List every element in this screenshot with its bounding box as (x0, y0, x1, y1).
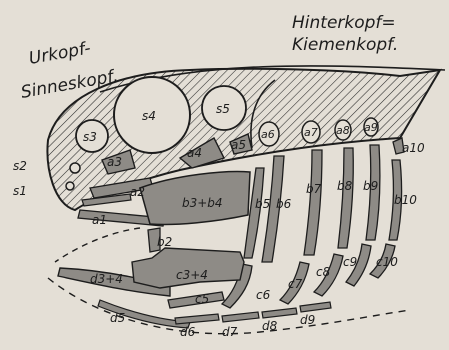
label-s4: s4 (142, 109, 156, 123)
label-a8: a8 (336, 124, 350, 137)
mouth-dashed-line (55, 228, 140, 262)
label-d7: d7 (222, 325, 238, 339)
label-s1: s1 (13, 184, 27, 198)
label-a4: a4 (187, 146, 202, 160)
label-a5: a5 (231, 138, 246, 152)
capsule-s1 (66, 182, 74, 190)
label-a3: a3 (107, 155, 122, 169)
label-b10: b10 (394, 193, 417, 207)
label-a1: a1 (92, 213, 107, 227)
label-b5: b5 (255, 197, 270, 211)
label-d6: d6 (180, 325, 196, 339)
label-b7: b7 (306, 182, 322, 196)
label-b8: b8 (337, 179, 353, 193)
header-kiemenkopf: Kiemenkopf. (292, 35, 398, 55)
element-d8 (262, 308, 297, 318)
label-d3d4: d3+4 (90, 272, 123, 286)
label-b3b4: b3+b4 (182, 196, 223, 210)
label-d5: d5 (110, 311, 125, 325)
label-a7: a7 (304, 126, 318, 139)
header-hinterkopf: Hinterkopf= (292, 13, 396, 33)
label-s2: s2 (13, 159, 27, 173)
label-a9: a9 (364, 121, 378, 134)
label-d9: d9 (300, 313, 315, 327)
label-c9: c9 (343, 255, 357, 269)
label-c10: c10 (376, 255, 398, 269)
label-b2: b2 (157, 235, 172, 249)
element-d9 (300, 302, 331, 312)
label-a10: a10 (402, 141, 425, 155)
label-c5: c5 (195, 292, 209, 306)
label-c3c4: c3+4 (176, 268, 208, 282)
label-s5: s5 (216, 102, 230, 116)
header-urkopf: Urkopf- (27, 38, 92, 69)
gill-bar-b7 (304, 150, 322, 255)
capsule-s2 (70, 163, 80, 173)
label-d8: d8 (262, 319, 278, 333)
element-d7 (222, 312, 259, 322)
label-a2: a2 (130, 185, 145, 199)
label-s3: s3 (83, 130, 97, 144)
label-b6: b6 (276, 197, 292, 211)
header-right: Hinterkopf= Kiemenkopf. (292, 13, 398, 55)
label-c7: c7 (288, 277, 303, 291)
label-a6: a6 (261, 128, 275, 141)
label-b9: b9 (363, 179, 378, 193)
element-d6 (175, 314, 219, 324)
label-c8: c8 (316, 265, 331, 279)
label-c6: c6 (256, 288, 271, 302)
gill-bar-b8 (338, 148, 353, 248)
